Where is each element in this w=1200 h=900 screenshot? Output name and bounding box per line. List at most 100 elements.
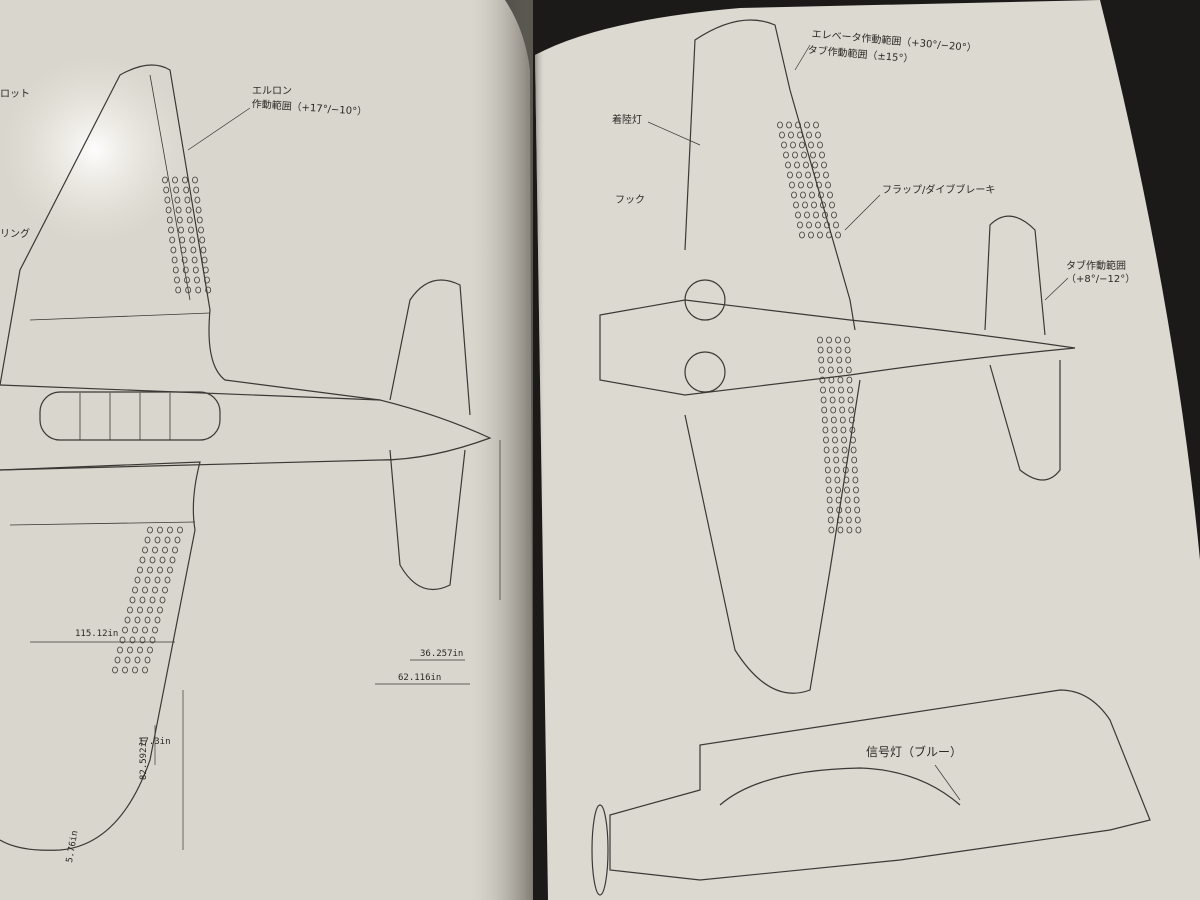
rivet-hole xyxy=(152,586,158,594)
rivet-hole xyxy=(805,171,811,179)
rivet-hole xyxy=(806,221,812,229)
rivet-hole xyxy=(823,171,829,179)
rivet-hole xyxy=(827,366,834,374)
rivet-hole xyxy=(186,216,193,224)
rivet-hole xyxy=(194,196,201,204)
rivet-hole xyxy=(174,536,181,544)
rivet-hole xyxy=(830,406,837,414)
left-tailplane xyxy=(389,279,471,591)
rivet-hole xyxy=(845,516,852,524)
rivet-hole xyxy=(803,161,809,169)
right-fuselage xyxy=(599,299,1076,396)
rivet-hole xyxy=(147,566,153,574)
rivet-hole xyxy=(184,196,191,204)
rivet-hole xyxy=(834,476,841,484)
rivet-hole xyxy=(825,476,832,484)
right-tail-lower xyxy=(989,360,1061,481)
rivet-hole xyxy=(822,426,829,434)
rivet-hole xyxy=(178,226,184,234)
rivet-hole xyxy=(159,596,166,604)
rivet-hole xyxy=(808,231,814,239)
rivet-hole xyxy=(829,386,835,394)
rivet-hole xyxy=(841,436,847,444)
rivet-hole xyxy=(163,186,170,194)
rivet-hole xyxy=(152,546,158,554)
rivet-hole xyxy=(826,231,832,239)
propeller-spinner xyxy=(591,804,609,896)
rivet-hole xyxy=(795,211,801,219)
rivet-hole xyxy=(154,616,161,624)
rivet-hole xyxy=(195,286,202,294)
rivet-hole xyxy=(170,246,177,254)
right-gutter-shade xyxy=(535,35,620,900)
rivet-hole xyxy=(826,486,832,494)
rivet-hole xyxy=(822,211,828,219)
rivet-hole xyxy=(807,181,813,189)
rivet-hole xyxy=(818,356,825,364)
rivet-hole xyxy=(165,206,172,214)
rivet-hole xyxy=(824,466,831,474)
rivet-hole xyxy=(144,616,151,624)
rivet-hole xyxy=(132,666,138,674)
rivet-hole xyxy=(169,236,176,244)
rivet-hole xyxy=(849,426,856,434)
rivet-hole xyxy=(848,406,855,414)
rivet-hole xyxy=(850,446,857,454)
rivet-hole xyxy=(804,211,810,219)
rivet-hole xyxy=(821,416,828,424)
rivet-hole xyxy=(157,566,163,574)
rivet-hole xyxy=(846,376,853,384)
rivet-hole xyxy=(124,656,131,664)
rivet-hole xyxy=(793,201,799,209)
signal-light-label: 信号灯（ブルー） xyxy=(866,745,963,759)
rivet-hole xyxy=(185,206,192,214)
rivet-hole xyxy=(841,446,848,454)
rivet-hole xyxy=(797,221,803,229)
rivet-hole xyxy=(845,356,852,364)
rivet-hole xyxy=(180,246,187,254)
rivet-hole xyxy=(149,556,156,564)
rivet-hole xyxy=(829,396,836,404)
rivet-hole xyxy=(817,346,824,354)
rivet-hole xyxy=(189,236,196,244)
rivet-hole xyxy=(142,546,148,554)
rivet-hole xyxy=(176,216,183,224)
rivet-hole xyxy=(127,606,133,614)
right-page xyxy=(535,0,1200,900)
rivet-hole xyxy=(837,376,844,384)
rivet-hole xyxy=(175,286,182,294)
rivet-hole xyxy=(855,526,862,534)
rivet-hole xyxy=(831,211,837,219)
rivet-hole xyxy=(833,221,839,229)
rivet-hole xyxy=(154,576,161,584)
dimension-span-a: 115.12in xyxy=(75,629,119,639)
rivet-hole xyxy=(817,231,823,239)
rivet-hole xyxy=(833,466,840,474)
rivet-hole xyxy=(172,266,179,274)
canopy-frame xyxy=(39,391,221,441)
rivet-hole xyxy=(164,196,171,204)
leader-line xyxy=(187,107,251,151)
tab-range-label-2: タブ作動範囲 xyxy=(1066,261,1126,272)
rivet-hole xyxy=(162,176,168,184)
rivet-hole xyxy=(802,201,808,209)
rivet-hole xyxy=(818,191,824,199)
rivet-hole xyxy=(853,496,860,504)
rivet-hole xyxy=(171,256,178,264)
rivet-hole xyxy=(840,426,847,434)
rivet-hole xyxy=(198,226,204,234)
rivet-hole xyxy=(139,636,146,644)
rivet-hole xyxy=(785,161,791,169)
rivet-hole xyxy=(832,446,839,454)
rivet-hole xyxy=(833,456,840,464)
rivet-hole xyxy=(844,346,851,354)
rivet-hole xyxy=(827,191,833,199)
left-fuselage xyxy=(0,384,492,471)
rivet-hole xyxy=(154,536,161,544)
rivet-hole xyxy=(199,236,206,244)
rivet-hole xyxy=(839,416,846,424)
rivet-hole xyxy=(174,276,180,284)
right-lower-wing xyxy=(684,379,861,694)
rivet-hole xyxy=(804,121,810,129)
rivet-hole xyxy=(799,141,805,149)
